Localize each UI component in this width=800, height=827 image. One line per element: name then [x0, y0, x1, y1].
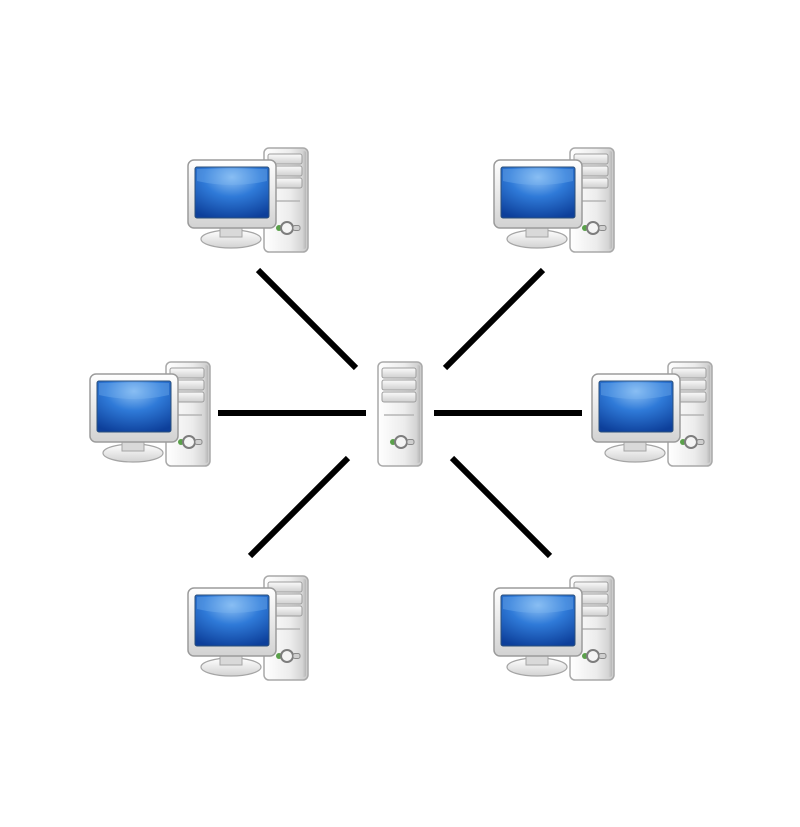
workstation-mid-left-icon [89, 361, 211, 467]
workstation-top-right-icon [493, 147, 615, 253]
workstation-bottom-left-icon [187, 575, 309, 681]
monitor-screen [500, 166, 576, 219]
workstation-bottom-right-icon [493, 575, 615, 681]
network-nodes [89, 147, 713, 681]
monitor-screen [96, 380, 172, 433]
server-tower-icon [377, 361, 423, 467]
link-workstation-bottom-right [449, 455, 553, 559]
monitor-screen [194, 166, 270, 219]
link-workstation-top-right [442, 267, 546, 371]
monitor-screen [194, 594, 270, 647]
workstation-mid-right-icon [591, 361, 713, 467]
workstation-top-left-icon [187, 147, 309, 253]
link-workstation-bottom-left [247, 455, 351, 559]
link-workstation-top-left [255, 267, 359, 371]
monitor-screen [500, 594, 576, 647]
network-links [218, 267, 582, 559]
monitor-screen [598, 380, 674, 433]
